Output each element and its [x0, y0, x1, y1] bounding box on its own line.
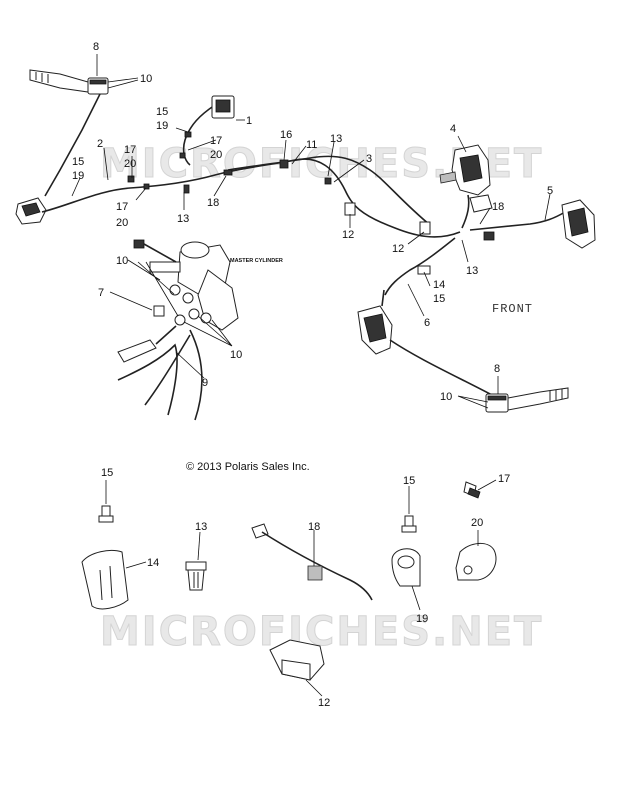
wheel-sensor-upper-left: [29, 69, 109, 197]
harness-line-1: [182, 104, 216, 166]
callout-15-left: 15: [72, 156, 84, 168]
callout-12-bracket: 12: [318, 697, 330, 709]
callout-15-bolt-right: 15: [403, 475, 415, 487]
push-rivet-13: [185, 531, 207, 591]
copyright-text: © 2013 Polaris Sales Inc.: [186, 461, 310, 473]
callout-12-right: 12: [392, 243, 404, 255]
harness-line-4: [461, 194, 470, 229]
callout-13-left: 13: [177, 213, 189, 225]
callout-15-right: 15: [433, 293, 445, 305]
callout-19-left: 19: [72, 170, 84, 182]
master-cylinder-label: MASTER CYLINDER: [230, 258, 283, 264]
callout-15-bolt-left: 15: [101, 467, 113, 479]
callout-13-rivet: 13: [195, 521, 207, 533]
wheel-sensor-lower-right: [389, 339, 569, 413]
callout-10-mc-left: 10: [116, 255, 128, 267]
callout-13-right: 13: [466, 265, 478, 277]
callout-14-upper: 14: [433, 279, 445, 291]
callout-18-tie: 18: [308, 521, 320, 533]
callout-10-lower: 10: [440, 391, 452, 403]
callout-10-mc-right: 10: [230, 349, 242, 361]
front-label: FRONT: [492, 302, 533, 316]
abs-sensor-5: [561, 199, 596, 249]
leader-lines-upper: [71, 54, 551, 409]
callout-17-low: 17: [116, 201, 128, 213]
callout-1: 1: [246, 115, 252, 127]
callout-18-left: 18: [207, 197, 219, 209]
callout-14-shield: 14: [147, 557, 159, 569]
callout-17-mid: 17: [124, 144, 136, 156]
harness-clips: [127, 131, 495, 275]
callout-2: 2: [97, 138, 103, 150]
callout-8-lower: 8: [494, 363, 500, 375]
bracket-12: [269, 639, 325, 697]
callout-15-upper: 15: [156, 106, 168, 118]
callout-6: 6: [424, 317, 430, 329]
callout-13-top: 13: [330, 133, 342, 145]
callout-4: 4: [450, 123, 456, 135]
callout-19-clamp: 19: [416, 613, 428, 625]
callout-7: 7: [98, 287, 104, 299]
callout-20-upper: 20: [210, 149, 222, 161]
sensor-connector-left: [15, 197, 47, 225]
master-cylinder: [117, 239, 239, 421]
callout-18-right: 18: [492, 201, 504, 213]
callout-12-center: 12: [342, 229, 354, 241]
callout-20-mid: 20: [124, 158, 136, 170]
connector-1: [211, 95, 235, 119]
screw-17: [463, 479, 497, 499]
callout-20-low: 20: [116, 217, 128, 229]
callout-11: 11: [306, 139, 317, 151]
callout-17-upper: 17: [210, 135, 222, 147]
harness-line-6: [384, 237, 456, 296]
callout-17-screw: 17: [498, 473, 510, 485]
callout-19-upper: 19: [156, 120, 168, 132]
sensor-bracket-6: [357, 289, 393, 355]
callout-9: 9: [202, 377, 208, 389]
bolt-15-right: [401, 486, 417, 533]
callouts: 8 10 15 19 1 17 20 2 17 20 15 19 17 20 1…: [72, 41, 553, 709]
callout-8-upper: 8: [93, 41, 99, 53]
callout-5: 5: [547, 185, 553, 197]
harness-line-5: [469, 211, 566, 231]
abs-module-4: [439, 144, 493, 213]
callout-10-upper: 10: [140, 73, 152, 85]
callout-3: 3: [366, 153, 372, 165]
shield-14: [81, 549, 147, 610]
watermark-bottom: MICROFICHES.NET: [100, 609, 543, 655]
bolt-15-left: [98, 480, 114, 523]
cable-tie-18: [251, 523, 373, 601]
p-clip-20: [455, 530, 497, 581]
callout-16: 16: [280, 129, 292, 141]
harness-line-3: [227, 155, 431, 226]
clamp-19: [391, 548, 421, 611]
callout-20-pclip: 20: [471, 517, 483, 529]
